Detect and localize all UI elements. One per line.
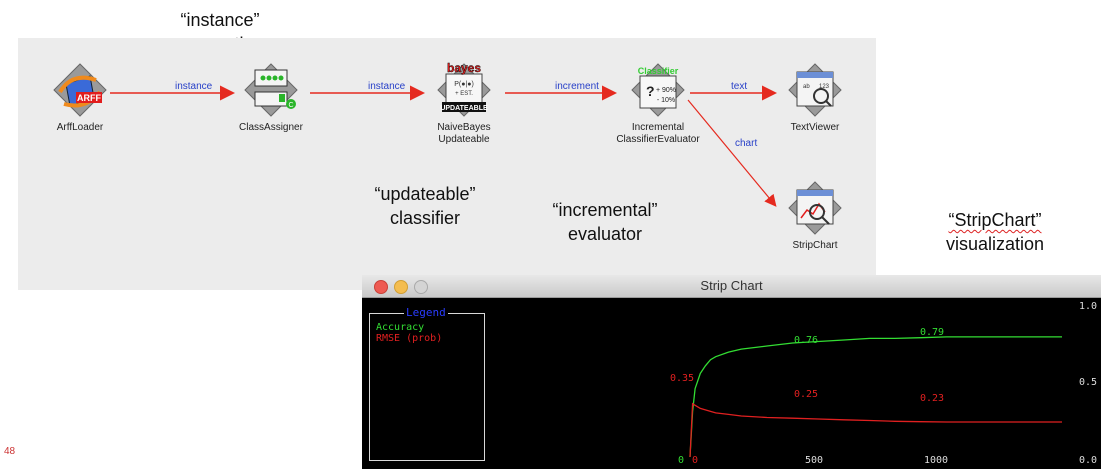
window-titlebar[interactable]: Strip Chart bbox=[362, 275, 1101, 298]
annotation-line: “instance” bbox=[180, 10, 260, 30]
link-label-chart: chart bbox=[735, 138, 758, 149]
minimize-button[interactable] bbox=[394, 280, 408, 294]
node-incremental-evaluator[interactable]: ? + 90% - 10% Classifier Incremental Cla… bbox=[608, 62, 708, 146]
value-label-acc-end: 0.79 bbox=[920, 327, 944, 338]
link-label-instance-2: instance bbox=[368, 81, 406, 92]
svg-text:C: C bbox=[288, 102, 293, 109]
strip-chart-plot: 1.0 0.5 0.0 0 0 500 1000 0.35 0.76 0.79 … bbox=[362, 297, 1101, 469]
x-label-1000: 1000 bbox=[924, 455, 948, 466]
value-label-rmse-end: 0.23 bbox=[920, 393, 944, 404]
strip-chart-window[interactable]: Strip Chart 1.0 0.5 0.0 0 0 500 1000 0.3… bbox=[362, 275, 1101, 469]
zero-label-rmse: 0 bbox=[692, 455, 698, 466]
node-naivebayes-updateable[interactable]: P(●|●) + EST. UPDATEABLE bayes NaiveBaye… bbox=[424, 61, 504, 146]
bayes-badge: bayes bbox=[447, 62, 481, 75]
node-stripchart[interactable]: StripChart bbox=[775, 180, 855, 252]
axis-label-top: 1.0 bbox=[1079, 301, 1097, 312]
node-classassigner[interactable]: C ClassAssigner bbox=[231, 62, 311, 134]
annotation-line: classifier bbox=[389, 208, 460, 228]
zero-label-accuracy: 0 bbox=[678, 455, 684, 466]
arff-badge: ARFF bbox=[77, 93, 101, 103]
class-assigner-icon: C bbox=[243, 62, 299, 118]
value-label-rmse-mid: 0.25 bbox=[794, 389, 818, 400]
annotation-stripchart-visualization: “StripChart” visualization bbox=[920, 208, 1070, 256]
legend-item-rmse: RMSE (prob) bbox=[376, 333, 443, 344]
annotation-incremental-evaluator: “incremental” evaluator bbox=[530, 198, 680, 246]
annotation-line: “StripChart” bbox=[920, 208, 1070, 232]
est-text: + EST. bbox=[455, 91, 473, 97]
axis-label-mid: 0.5 bbox=[1079, 377, 1097, 388]
axis-label-bottom: 0.0 bbox=[1079, 455, 1097, 466]
updateable-badge: UPDATEABLE bbox=[440, 105, 488, 112]
svg-text:?: ? bbox=[646, 83, 655, 99]
annotation-line: “incremental” bbox=[552, 200, 658, 220]
formula-text: P(●|●) bbox=[454, 81, 474, 88]
zoom-button[interactable] bbox=[414, 280, 428, 294]
naive-bayes-icon: P(●|●) + EST. UPDATEABLE bayes bbox=[436, 61, 492, 118]
pct-negative: - 10% bbox=[657, 97, 675, 104]
legend-title: Legend bbox=[404, 306, 448, 319]
close-button[interactable] bbox=[374, 280, 388, 294]
node-arffloader[interactable]: ARFF ArffLoader bbox=[40, 62, 120, 134]
legend-item-accuracy: Accuracy bbox=[376, 322, 425, 333]
svg-text:123: 123 bbox=[819, 84, 830, 90]
node-label-line: Incremental bbox=[631, 122, 685, 133]
link-label-text: text bbox=[731, 81, 748, 92]
annotation-line: “updateable” bbox=[374, 184, 476, 204]
link-label-increment: increment bbox=[555, 81, 599, 92]
series-line-rmse bbox=[689, 402, 1062, 458]
node-label: StripChart bbox=[792, 240, 838, 251]
classifier-evaluator-icon: ? + 90% - 10% Classifier bbox=[630, 62, 686, 118]
legend-box: Legend Accuracy RMSE (prob) bbox=[369, 306, 485, 461]
node-label-line: NaiveBayes bbox=[437, 122, 491, 133]
node-label: ArffLoader bbox=[56, 122, 104, 133]
text-viewer-icon: ab 123 bbox=[787, 62, 843, 118]
arff-loader-icon: ARFF bbox=[52, 62, 108, 118]
series-line-accuracy bbox=[689, 336, 1062, 458]
link-label-instance-1: instance bbox=[175, 81, 213, 92]
strip-chart-icon bbox=[787, 180, 843, 236]
x-label-500: 500 bbox=[805, 455, 823, 466]
window-title: Strip Chart bbox=[700, 278, 763, 293]
annotation-line: evaluator bbox=[567, 224, 643, 244]
node-label-line: ClassifierEvaluator bbox=[616, 134, 700, 145]
annotation-text: “StripChart” bbox=[948, 210, 1042, 230]
node-label: ClassAssigner bbox=[239, 122, 303, 133]
pct-positive: + 90% bbox=[656, 87, 676, 94]
node-label: NaiveBayes Updateable bbox=[424, 122, 504, 146]
node-textviewer[interactable]: ab 123 TextViewer bbox=[775, 62, 855, 134]
node-label-line: Updateable bbox=[438, 134, 490, 145]
value-label-acc-mid: 0.76 bbox=[794, 335, 818, 346]
annotation-updateable-classifier: “updateable” classifier bbox=[350, 182, 500, 230]
annotation-line: visualization bbox=[945, 234, 1045, 254]
value-label-rmse-peak: 0.35 bbox=[670, 373, 694, 384]
node-label: Incremental ClassifierEvaluator bbox=[608, 122, 708, 146]
classifier-badge: Classifier bbox=[638, 66, 679, 76]
svg-text:ab: ab bbox=[803, 84, 810, 90]
slide-number: 48 bbox=[4, 446, 16, 457]
node-label: TextViewer bbox=[790, 122, 840, 133]
strip-chart-svg: 1.0 0.5 0.0 0 0 500 1000 0.35 0.76 0.79 … bbox=[670, 301, 1097, 466]
